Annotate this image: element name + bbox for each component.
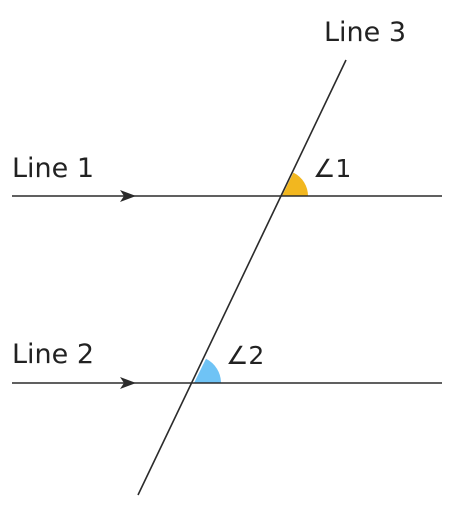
line-3-label: Line 3 — [324, 17, 406, 48]
angle-2-label: ∠2 — [226, 341, 264, 370]
line-1-arrow-icon — [120, 190, 136, 202]
angle-2-sector — [194, 358, 221, 383]
angle-1-label: ∠1 — [313, 154, 351, 183]
angle-1-sector — [282, 172, 308, 196]
line-1-label: Line 1 — [12, 153, 94, 184]
line-2-label: Line 2 — [12, 339, 94, 370]
line-2-arrow-icon — [120, 377, 136, 389]
line-3 — [137, 59, 347, 496]
